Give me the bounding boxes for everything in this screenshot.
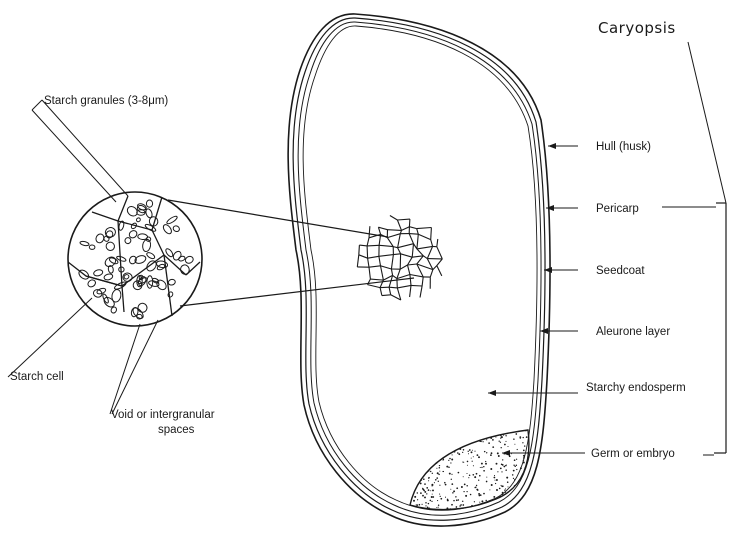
label-aleurone: Aleurone layer (596, 326, 670, 338)
label-pericarp: Pericarp (596, 203, 639, 215)
label-void-line1: Void or intergranular (111, 409, 215, 421)
zoom-line-bottom (180, 278, 414, 306)
label-hull: Hull (husk) (596, 141, 651, 153)
germ-region (410, 430, 529, 510)
label-starch-cell: Starch cell (10, 371, 64, 383)
label-endosperm: Starchy endosperm (586, 382, 686, 394)
endosperm-cell-network (357, 216, 442, 301)
title-leader (688, 42, 726, 203)
label-void-line2: spaces (158, 424, 195, 436)
germ-embryo (410, 430, 529, 510)
label-seedcoat: Seedcoat (596, 265, 645, 277)
kernel-layers (288, 14, 550, 526)
label-germ: Germ or embryo (591, 448, 675, 460)
layer-labels: Hull (husk) Pericarp Seedcoat Aleurone l… (488, 141, 716, 460)
zoom-connectors (168, 200, 414, 306)
zoom-line-top (168, 200, 388, 237)
caryopsis-bracket (714, 203, 726, 453)
germ-stipple (413, 430, 529, 510)
label-starch-granules: Starch granules (3-8μm) (44, 95, 168, 107)
diagram-title: Caryopsis (598, 19, 676, 37)
starch-granules-cluster (77, 200, 194, 320)
